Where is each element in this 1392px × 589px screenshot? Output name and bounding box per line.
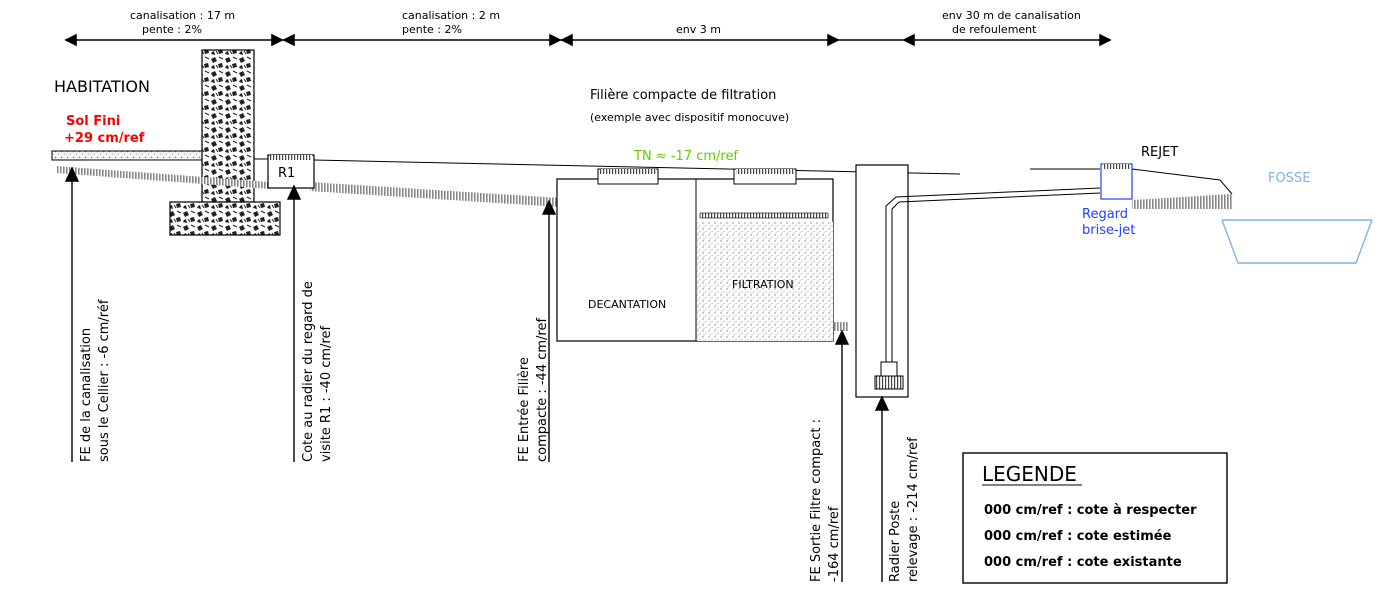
callout-regard-r1: Cote au radier du regard de visite R1 : … — [301, 281, 334, 462]
callout-poste-relevage: Radier Poste relevage : -214 cm/ref — [888, 437, 921, 582]
fosse-label: FOSSE — [1268, 171, 1310, 186]
level-arrows — [64, 166, 890, 582]
distribution-plate — [699, 212, 829, 219]
legend-item-existante: 000 cm/ref : cote existante — [984, 555, 1182, 570]
sol-fini-value: +29 cm/ref — [64, 131, 145, 146]
decantation-label: DECANTATION — [588, 298, 666, 311]
svg-text:pente : 2%: pente : 2% — [402, 23, 462, 36]
rejet-label: REJET — [1141, 145, 1178, 160]
gravity-pipe — [56, 166, 1232, 331]
svg-text:de refoulement: de refoulement — [952, 23, 1037, 36]
svg-text:FE Sortie Filtre compact :: FE Sortie Filtre compact : — [809, 419, 824, 582]
legend-item-respecter: 000 cm/ref : cote à respecter — [984, 503, 1197, 518]
svg-text:canalisation : 2 m: canalisation : 2 m — [402, 9, 500, 22]
brise-jet-label: brise-jet — [1082, 223, 1135, 238]
svg-text:Cote au radier du regard de: Cote au radier du regard de — [301, 281, 316, 462]
house-floor-slab — [51, 150, 203, 161]
svg-text:sous le Cellier : -6 cm/réf: sous le Cellier : -6 cm/réf — [97, 299, 112, 462]
dimension-lines — [64, 33, 1112, 47]
svg-text:env 30 m de canalisation: env 30 m de canalisation — [942, 9, 1081, 22]
legend: LEGENDE 000 cm/ref : cote à respecter 00… — [962, 452, 1228, 584]
legend-item-estimee: 000 cm/ref : cote estimée — [984, 529, 1172, 544]
dimension-label-3: env 3 m — [676, 23, 721, 36]
regard-label: Regard — [1082, 207, 1128, 222]
svg-text:canalisation : 17 m: canalisation : 17 m — [130, 9, 235, 22]
legend-box — [962, 452, 1228, 584]
callout-sortie-filtre: FE Sortie Filtre compact : -164 cm/ref — [809, 419, 842, 582]
pump-body — [880, 361, 898, 377]
dimension-label-2: canalisation : 2 m pente : 2% — [402, 9, 500, 36]
filiere-subtitle: (exemple avec dispositif monocuve) — [590, 111, 789, 124]
svg-text:-164 cm/ref: -164 cm/ref — [827, 506, 842, 582]
svg-text:FE de la canalisation: FE de la canalisation — [79, 328, 94, 462]
svg-text:pente : 2%: pente : 2% — [142, 23, 202, 36]
legend-title: LEGENDE — [982, 462, 1077, 486]
wall-footing — [169, 201, 281, 236]
svg-text:FE Entrée Filière: FE Entrée Filière — [517, 357, 532, 462]
pump-base — [874, 375, 904, 390]
svg-text:relevage : -214 cm/ref: relevage : -214 cm/ref — [906, 437, 921, 582]
ground-line — [254, 158, 1233, 195]
svg-text:compacte : -44 cm/ref: compacte : -44 cm/ref — [535, 318, 550, 462]
svg-text:env 3 m: env 3 m — [676, 23, 721, 36]
callout-canalisation-cellier: FE de la canalisation sous le Cellier : … — [79, 299, 112, 462]
filtration-label: FILTRATION — [732, 278, 794, 291]
callout-entree-filiere: FE Entrée Filière compacte : -44 cm/ref — [517, 318, 550, 462]
manhole-r1-label: R1 — [278, 166, 295, 181]
manhole-r1-cover — [270, 155, 312, 160]
pump-discharge-pipe — [885, 187, 1101, 362]
filtration-media — [697, 222, 833, 341]
dimension-label-4: env 30 m de canalisation de refoulement — [942, 9, 1081, 36]
sol-fini-label: Sol Fini — [66, 114, 120, 129]
tn-value: TN ≈ -17 cm/ref — [633, 149, 738, 164]
tank-hatch-1-grate — [600, 169, 656, 174]
pump-station — [855, 164, 909, 398]
manhole-r1 — [267, 154, 315, 189]
svg-text:Radier Poste: Radier Poste — [888, 501, 903, 582]
filiere-title: Filière compacte de filtration — [590, 88, 776, 103]
break-jet-manhole — [1100, 163, 1133, 200]
dimension-label-1: canalisation : 17 m pente : 2% — [130, 9, 235, 36]
break-jet-manhole-cover — [1103, 164, 1130, 169]
tank-hatch-2-grate — [736, 169, 794, 174]
ditch — [1221, 219, 1373, 264]
svg-text:visite R1 : -40 cm/ref: visite R1 : -40 cm/ref — [319, 326, 334, 462]
habitation-label: HABITATION — [54, 77, 150, 96]
